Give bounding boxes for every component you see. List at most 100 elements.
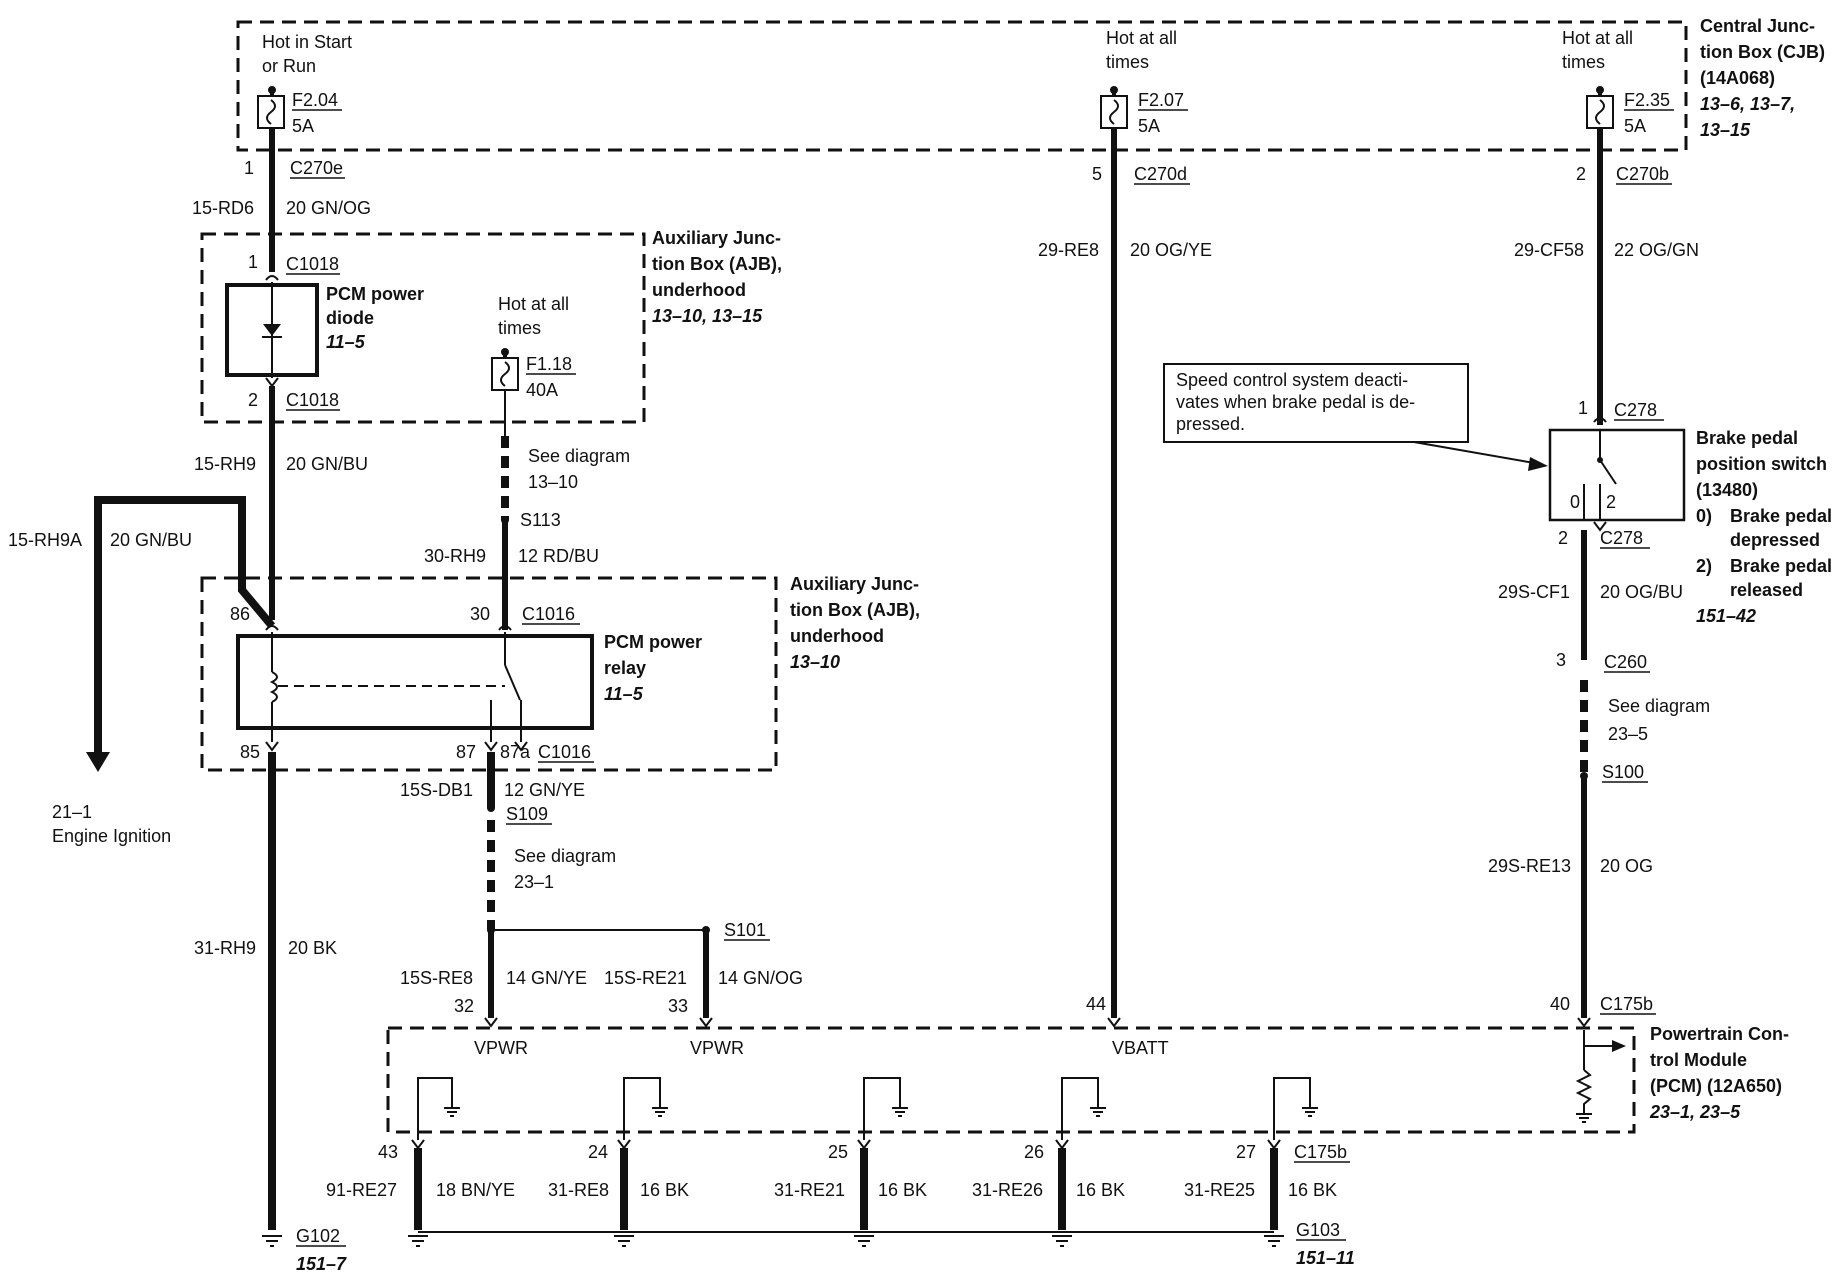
- ajb1-dashed-box: [200, 232, 646, 424]
- pcm-refs: 23–1, 23–5: [1649, 1102, 1741, 1122]
- ignition-label: Engine Ignition: [52, 826, 171, 846]
- relay-pin-87a: 87a: [500, 742, 531, 762]
- pcm-connector-top: C175b: [1600, 994, 1653, 1014]
- relay-connector-top: C1016: [522, 604, 575, 624]
- bpp-legend-2-line2: released: [1730, 580, 1803, 600]
- diode-label-line1: PCM power: [326, 284, 424, 304]
- cjb-ref-line2: 13–15: [1700, 120, 1751, 140]
- splice-s101: S101: [724, 920, 766, 940]
- see-diagram-3-line2: 23–5: [1608, 724, 1648, 744]
- fuse3-id: F2.35: [1624, 90, 1670, 110]
- fuse1-note-line1: Hot in Start: [262, 32, 352, 52]
- relay-switch-contact: [504, 664, 521, 701]
- cjb-ref-line1: 13–6, 13–7,: [1700, 94, 1795, 114]
- relay-pin-30: 30: [470, 604, 490, 624]
- see-diagram-2-line2: 23–1: [514, 872, 554, 892]
- pcm-pin-32: 32: [454, 996, 474, 1016]
- relay-pin-87: 87: [456, 742, 476, 762]
- pcm-pin-24: 24: [588, 1142, 608, 1162]
- fuse2-note-line1: Hot at all: [1106, 28, 1177, 48]
- relay-label-line2: relay: [604, 658, 646, 678]
- wire-29S-CF1-circuit: 29S-CF1: [1498, 582, 1570, 602]
- ajb1-title-line3: underhood: [652, 280, 746, 300]
- pcm-pin-40: 40: [1550, 994, 1570, 1014]
- ignition-ref: 21–1: [52, 802, 92, 822]
- fuse2-note-line2: times: [1106, 52, 1149, 72]
- note-line2: vates when brake pedal is de-: [1176, 392, 1415, 412]
- wire-15-RH9A-spec: 20 GN/BU: [110, 530, 192, 550]
- fuse-f118-note-line2: times: [498, 318, 541, 338]
- splice-s100: S100: [1602, 762, 1644, 782]
- c260-connector: C260: [1604, 652, 1647, 672]
- pcm-title-line2: trol Module: [1650, 1050, 1747, 1070]
- pcm-title-line1: Powertrain Con-: [1650, 1024, 1789, 1044]
- pcm-pin-33: 33: [668, 996, 688, 1016]
- pcm-internal-ground-1: [417, 1077, 460, 1140]
- pcm-title-line3: (PCM) (12A650): [1650, 1076, 1782, 1096]
- relay-pin-86: 86: [230, 604, 250, 624]
- wire-31-RE26-spec: 16 BK: [1076, 1180, 1125, 1200]
- ajb2-title-line2: tion Box (AJB),: [790, 600, 920, 620]
- wire-15-RH9-circuit: 15-RH9: [194, 454, 256, 474]
- ajb1-connector-top: C1018: [286, 254, 339, 274]
- bpp-legend-0-key: 0): [1696, 506, 1712, 526]
- wire-15S-RE8-spec: 14 GN/YE: [506, 968, 587, 988]
- wire-30-RH9-spec: 12 RD/BU: [518, 546, 599, 566]
- bpp-pos-0: 0: [1570, 492, 1580, 512]
- wire-29S-CF1-spec: 20 OG/BU: [1600, 582, 1683, 602]
- relay-label-line1: PCM power: [604, 632, 702, 652]
- fuse2-id: F2.07: [1138, 90, 1184, 110]
- pcm-internal-ground-5: [1273, 1077, 1318, 1140]
- wire-29S-RE13-spec: 20 OG: [1600, 856, 1653, 876]
- wire-30-RH9-circuit: 30-RH9: [424, 546, 486, 566]
- splice-s113: S113: [520, 510, 561, 530]
- speed-control-note-box: [1163, 363, 1469, 443]
- wire-29-RE8-spec: 20 OG/YE: [1130, 240, 1212, 260]
- note-arrow-icon: [1528, 457, 1548, 471]
- bpp-title-line3: (13480): [1696, 480, 1758, 500]
- fuse2-connector: C270d: [1134, 164, 1187, 184]
- fuse3-amps: 5A: [1624, 116, 1646, 136]
- fuse3-pin: 2: [1576, 164, 1586, 184]
- bpp-connector-bottom: C278: [1600, 528, 1643, 548]
- pcm-vpwr-2: VPWR: [690, 1038, 744, 1058]
- pcm-pin-25: 25: [828, 1142, 848, 1162]
- fuse3-note-line2: times: [1562, 52, 1605, 72]
- pcm-pin-44: 44: [1086, 994, 1106, 1014]
- ajb1-pin-in: 1: [248, 252, 258, 272]
- cjb-title-line3: (14A068): [1700, 68, 1775, 88]
- fuse2-pin: 5: [1092, 164, 1102, 184]
- wire-29S-RE13-circuit: 29S-RE13: [1488, 856, 1571, 876]
- see-diagram-1-line2: 13–10: [528, 472, 578, 492]
- wire-29-CF58-circuit: 29-CF58: [1514, 240, 1584, 260]
- wire-15S-DB1-spec: 12 GN/YE: [504, 780, 585, 800]
- wire-91-RE27-spec: 18 BN/YE: [436, 1180, 515, 1200]
- bpp-pin-2: 2: [1558, 528, 1568, 548]
- cjb-title-line1: Central Junc-: [1700, 16, 1815, 36]
- pcm-vpwr-1: VPWR: [474, 1038, 528, 1058]
- bpp-switch-contact: [1599, 459, 1617, 485]
- bpp-legend-0-line1: Brake pedal: [1730, 506, 1832, 526]
- pcm-resistor-icon: [1575, 1069, 1593, 1114]
- wire-15S-RE21-circuit: 15S-RE21: [604, 968, 687, 988]
- ajb1-pin-out: 2: [248, 390, 258, 410]
- wire-31-RE25-spec: 16 BK: [1288, 1180, 1337, 1200]
- relay-coil-icon: [269, 671, 278, 703]
- ground-g102-id: G102: [296, 1226, 340, 1246]
- fuse1-note-line2: or Run: [262, 56, 316, 76]
- pcm-dashed-box: [386, 1026, 1636, 1134]
- wire-91-RE27-circuit: 91-RE27: [326, 1180, 397, 1200]
- bpp-legend-2-key: 2): [1696, 556, 1712, 576]
- wire-31-RE25-circuit: 31-RE25: [1184, 1180, 1255, 1200]
- ajb2-refs: 13–10: [790, 652, 840, 672]
- fuse1-pin: 1: [244, 158, 254, 178]
- ground-g102-ref: 151–7: [296, 1254, 347, 1274]
- splice-s109-dot: [487, 804, 495, 812]
- see-diagram-1-line1: See diagram: [528, 446, 630, 466]
- ajb2-title-line1: Auxiliary Junc-: [790, 574, 919, 594]
- wire-31-RE26-circuit: 31-RE26: [972, 1180, 1043, 1200]
- wire-29-RE8-circuit: 29-RE8: [1038, 240, 1099, 260]
- bpp-connector-top: C278: [1614, 400, 1657, 420]
- bpp-title-line1: Brake pedal: [1696, 428, 1798, 448]
